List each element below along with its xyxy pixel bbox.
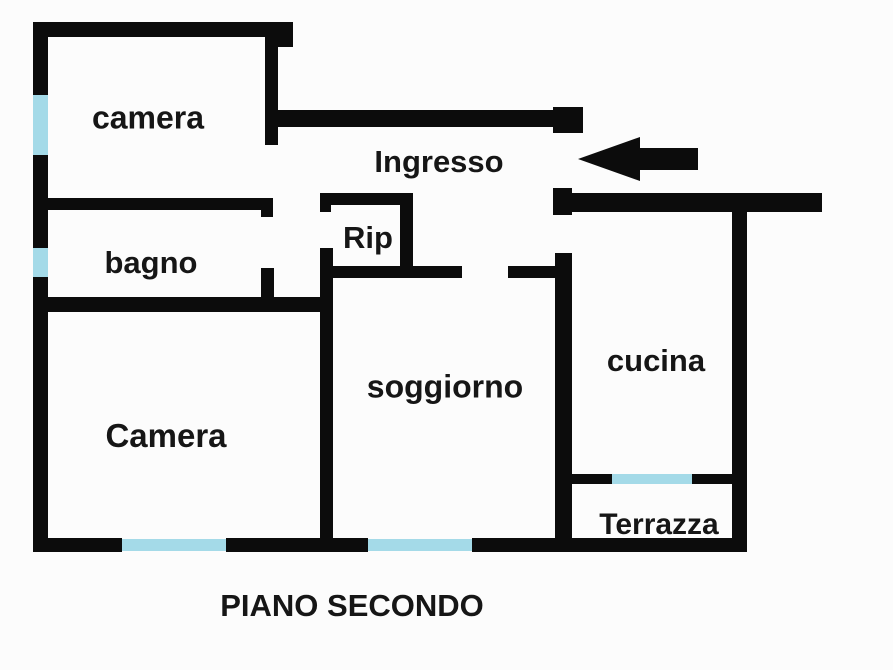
cucina-top-wall: [553, 193, 822, 212]
rip-top-wall: [320, 193, 413, 205]
window-soggiorno-bottom: [368, 539, 472, 551]
plan-title: PIANO SECONDO: [220, 588, 484, 623]
room-label-camera-top: camera: [91, 99, 205, 136]
room-label-rip: Rip: [343, 220, 393, 255]
room-label-ingresso: Ingresso: [374, 144, 504, 179]
camera-bagno-divider: [33, 198, 273, 210]
rip-right-wall: [400, 193, 413, 278]
cucina-terrazza-divider-right: [692, 474, 732, 484]
bottom-wall-middle: [226, 538, 368, 552]
cucina-terrazza-divider-left: [572, 474, 612, 484]
ingresso-top-wall: [265, 110, 557, 127]
window-cucina-terrazza: [612, 474, 692, 484]
room-label-camera-main: Camera: [105, 417, 227, 454]
bottom-wall-camera: [33, 538, 122, 552]
room-label-soggiorno: soggiorno: [366, 368, 524, 405]
ingresso-wall-end-cap: [553, 107, 583, 133]
camera-top-corner-block: [278, 22, 293, 47]
bagno-bottom-wall: [33, 297, 333, 312]
soggiorno-top-wall-right: [508, 266, 558, 278]
room-label-bagno: bagno: [104, 245, 198, 280]
soggiorno-top-wall-left: [320, 266, 462, 278]
room-label-terrazza: Terrazza: [599, 508, 719, 541]
room-label-cucina: cucina: [606, 343, 706, 378]
outer-left-wall-top: [33, 22, 48, 97]
window-camera-bottom: [122, 539, 226, 551]
camera-bagno-divider-stub: [261, 198, 273, 217]
rip-left-wall-upper: [320, 193, 331, 212]
entrance-arrow-icon: [578, 137, 698, 181]
soggiorno-cucina-shared-wall: [555, 253, 572, 552]
outer-left-wall-bottom: [33, 277, 48, 552]
window-camera-left: [33, 95, 48, 155]
camera-top-wall: [33, 22, 293, 37]
window-bagno-left: [33, 248, 48, 277]
soggiorno-left-wall: [320, 265, 333, 552]
cucina-right-wall: [732, 205, 747, 552]
bottom-wall-right: [472, 538, 747, 552]
